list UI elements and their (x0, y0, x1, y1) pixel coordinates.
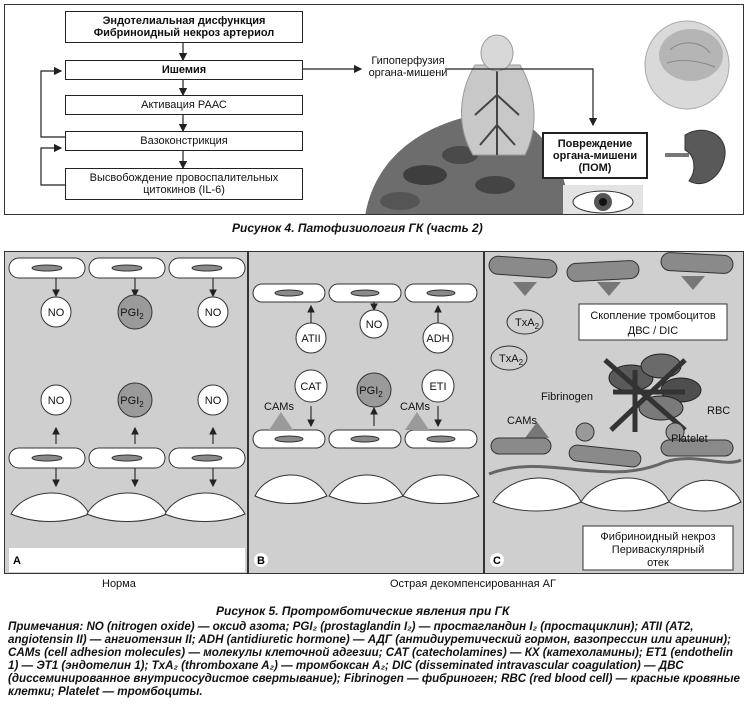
panel-b-letter: B (257, 555, 265, 567)
pom-line1: Повреждение (557, 137, 633, 150)
organs-illustration (40, 20, 730, 214)
c-txa-1: TxA2 (515, 317, 540, 331)
raas-activation-box: Активация РААС (65, 95, 303, 115)
a-no-1: NO (48, 307, 65, 319)
b-eti: ETI (429, 381, 446, 393)
b-no: NO (366, 319, 383, 331)
c-necrosis-line2: Периваскулярный (612, 544, 704, 556)
panel-c-letter: C (493, 555, 501, 567)
box2-label: Ишемия (161, 64, 207, 76)
vascular-tree-illustration (461, 34, 535, 156)
box4-label: Вазоконстрикция (140, 135, 228, 147)
panel-c-diagram: TxA2 TxA2 Скопление тромбоцитов ДВС / DI… (488, 252, 742, 571)
hypoperfusion-line1: Гипоперфузия (371, 55, 445, 67)
c-txa-2: TxA2 (499, 353, 524, 367)
box5-line1: Высвобождение провоспалительных (89, 172, 279, 184)
a-no-2: NO (205, 307, 222, 319)
box1-line1: Эндотелиальная дисфункция (102, 15, 266, 27)
c-cluster-line1: Скопление тромбоцитов (590, 310, 715, 322)
b-cat: CAT (300, 381, 321, 393)
box3-label: Активация РААС (141, 99, 227, 111)
target-organ-damage-box: Повреждение органа-мишени (ПОМ) (542, 132, 648, 179)
panel-a-letter: A (13, 555, 21, 567)
b-cams-2: CAMs (400, 401, 430, 413)
pom-line2: органа-мишени (552, 149, 638, 162)
brain-illustration (644, 20, 730, 110)
hypoperfusion-label: Гипоперфузия органа-мишени (363, 55, 453, 79)
panel-b-diagram: ATII NO ADH CAT PGI2 ETI CAMs CAMs B (252, 283, 480, 567)
c-platelet: Platelet (671, 433, 708, 445)
figure-4-caption: Рисунок 4. Патофизиология ГК (часть 2) (232, 221, 483, 235)
c-necrosis-line3: отек (647, 557, 669, 569)
figure-4: Эндотелиальная дисфункция Фибриноидный н… (4, 4, 744, 215)
ischemia-box: Ишемия (65, 60, 303, 80)
panel-a: NO NO NO NO PGI2 PGI2 A (4, 251, 248, 574)
box5-line2: цитокинов (IL-6) (143, 184, 225, 196)
a-no-3: NO (48, 395, 65, 407)
panel-c: TxA2 TxA2 Скопление тромбоцитов ДВС / DI… (484, 251, 744, 574)
label-acute-decompensated: Острая декомпенсированная АГ (390, 578, 556, 590)
a-no-4: NO (205, 395, 222, 407)
label-norma: Норма (102, 578, 136, 590)
vasoconstriction-box: Вазоконстрикция (65, 131, 303, 151)
figure-5-caption: Рисунок 5. Протромботические явления при… (216, 604, 510, 618)
pom-line3: (ПОМ) (578, 161, 612, 174)
c-necrosis-line1: Фибриноидный некроз (600, 531, 715, 543)
panel-a-diagram: NO NO NO NO PGI2 PGI2 A (8, 257, 246, 572)
c-fibrinogen: Fibrinogen (541, 391, 593, 403)
hypoperfusion-line2: органа-мишени (368, 67, 448, 79)
eye-illustration (563, 185, 643, 214)
cytokine-release-box: Высвобождение провоспалительных цитокино… (65, 168, 303, 200)
b-atii: ATII (301, 333, 320, 345)
endothelial-dysfunction-box: Эндотелиальная дисфункция Фибриноидный н… (65, 11, 303, 43)
a-pgi-1: PGI2 (120, 307, 144, 321)
box1-line2: Фибриноидный некроз артериол (93, 27, 275, 39)
b-pgi: PGI2 (359, 385, 383, 399)
notes-paragraph: Примечания: NO (nitrogen oxide) — оксид … (8, 620, 740, 698)
a-pgi-2: PGI2 (120, 395, 144, 409)
b-adh: ADH (426, 333, 449, 345)
kidney-illustration (665, 129, 726, 185)
c-cluster-line2: ДВС / DIC (628, 325, 679, 337)
c-cams: CAMs (507, 415, 537, 427)
panel-b: ATII NO ADH CAT PGI2 ETI CAMs CAMs B (248, 251, 484, 574)
b-cams-1: CAMs (264, 401, 294, 413)
c-rbc: RBC (707, 405, 730, 417)
